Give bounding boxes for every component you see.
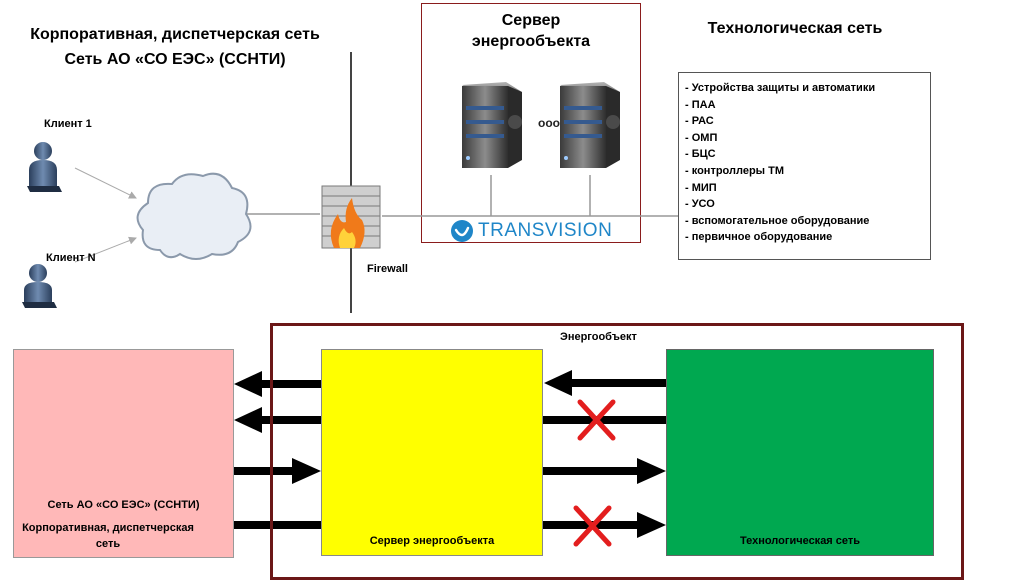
arrow-tech-to-server	[544, 370, 668, 396]
equipment-list: - Устройства защиты и автоматики - ПАА -…	[678, 72, 931, 260]
server-icon-2	[560, 82, 620, 168]
list-item: - ПАА	[685, 98, 716, 111]
arrow-server-to-corporate	[234, 371, 326, 397]
blocked-x-icon-1	[577, 399, 616, 441]
tech-network-title: Технологическая сеть	[707, 20, 883, 37]
server-ellipsis: ooo	[538, 116, 560, 130]
client1-label: Клиент 1	[44, 118, 92, 130]
server-title-line2: энергообъекта	[471, 33, 591, 50]
arrow-server-to-tech	[543, 458, 666, 484]
corporate-box-title: Сеть АО «СО ЕЭС» (ССНТИ)	[47, 499, 200, 511]
list-item: - РАС	[685, 115, 714, 128]
tech-box-label: Технологическая сеть	[739, 535, 861, 547]
cloud-icon	[136, 172, 252, 260]
list-item: - контроллеры ТМ	[685, 164, 784, 177]
energo-object-label: Энергообъект	[560, 331, 637, 343]
list-item: - МИП	[685, 181, 717, 194]
arrow-corporate-to-server	[232, 458, 321, 484]
list-item: - Устройства защиты и автоматики	[685, 82, 876, 94]
tech-network-box	[666, 349, 934, 556]
clientN-person-icon	[22, 264, 57, 308]
clientN-label: Клиент N	[46, 252, 96, 264]
server-title-line1: Сервер	[501, 12, 561, 29]
list-item: - БЦС	[685, 148, 716, 161]
corporate-title-line1: Корпоративная, диспетчерская сеть	[30, 26, 320, 43]
list-item: - вспомогательное оборудование	[685, 214, 870, 227]
server-frame	[421, 3, 641, 243]
clientN-arrow	[74, 236, 137, 263]
transvision-logo-text: TRANSVISION	[478, 220, 613, 241]
corporate-box-subtitle: Корпоративная, диспетчерская сеть	[22, 522, 194, 550]
firewall-icon	[321, 185, 381, 249]
server-box	[321, 349, 543, 556]
list-item: - УСО	[685, 198, 715, 211]
client1-person-icon	[27, 142, 62, 192]
corporate-title-line2: Сеть АО «СО ЕЭС» (ССНТИ)	[64, 51, 286, 68]
list-item: - первичное оборудование	[685, 231, 833, 244]
corporate-network-box	[13, 349, 234, 558]
corporate-network-title: Корпоративная, диспетчерская сеть Сеть А…	[0, 22, 350, 72]
list-item: - ОМП	[685, 131, 718, 144]
server-box-label: Сервер энергообъекта	[369, 535, 495, 547]
client1-arrow	[74, 167, 137, 199]
transvision-logo: TRANSVISION	[451, 217, 615, 245]
energo-object-frame	[270, 323, 964, 580]
transvision-logo-icon	[451, 220, 473, 242]
server-icon-1	[462, 82, 522, 168]
server-title: Сервер энергообъекта	[421, 10, 641, 52]
blocked-x-icon-2	[573, 505, 612, 547]
firewall-label: Firewall	[367, 263, 408, 275]
